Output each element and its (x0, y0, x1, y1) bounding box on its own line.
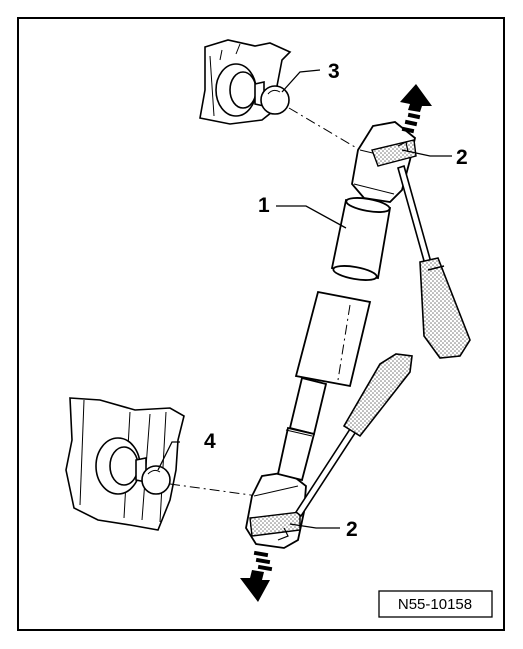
callout-2-lower: 2 (346, 518, 358, 541)
callout-3: 3 (328, 60, 340, 83)
center-lines (169, 107, 361, 497)
retaining-clip-lower (249, 511, 301, 541)
arrow-down-icon (240, 550, 273, 602)
callout-1: 1 (258, 194, 270, 217)
strut-cylinder (294, 290, 372, 388)
upper-nut (215, 63, 257, 117)
ball-stud-upper (254, 81, 290, 115)
sleeve (330, 197, 392, 281)
arrow-up-icon (400, 84, 432, 134)
piston-rod (276, 376, 328, 482)
ball-stud-lower (135, 457, 171, 495)
reference-number: N55-10158 (398, 596, 472, 613)
lower-nut (95, 437, 141, 495)
callout-4: 4 (204, 430, 216, 453)
leader-lines (157, 69, 452, 529)
callout-2-upper: 2 (456, 146, 468, 169)
screwdriver-lower (294, 353, 413, 518)
screwdriver-upper (397, 164, 471, 359)
retaining-clip-upper (371, 139, 417, 167)
reference-box (378, 590, 493, 618)
